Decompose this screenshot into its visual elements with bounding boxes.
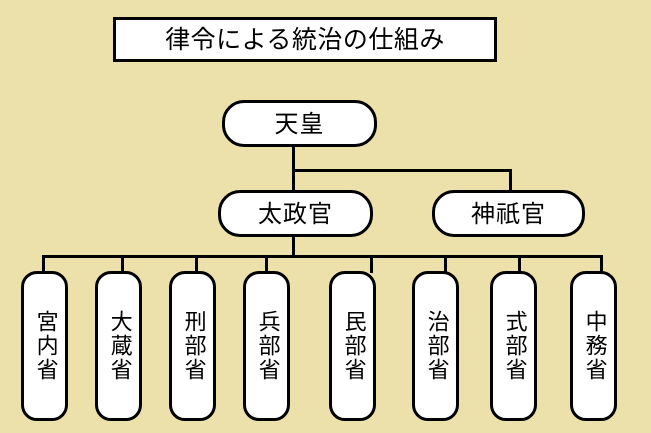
node-daijokan-label: 太政官: [258, 199, 333, 228]
node-okurasho[interactable]: 大蔵省: [95, 271, 142, 421]
connector-ministry-bus: [42, 255, 603, 258]
node-kunaisho-label: 宮内省: [32, 310, 58, 382]
node-minbusho-label: 民部省: [340, 310, 366, 382]
chart-title-box: 律令による統治の仕組み: [113, 17, 497, 62]
node-jibusho-label: 治部省: [423, 310, 449, 382]
node-daijokan[interactable]: 太政官: [218, 190, 373, 237]
node-kunaisho[interactable]: 宮内省: [21, 271, 68, 421]
node-shikibusho[interactable]: 式部省: [490, 271, 537, 421]
node-gyobusho[interactable]: 刑部省: [169, 271, 216, 421]
node-shikibusho-label: 式部省: [501, 310, 527, 382]
connector-drop-nakatsukasasho: [600, 255, 603, 273]
node-okurasho-label: 大蔵省: [106, 310, 132, 382]
node-jingikan[interactable]: 神祇官: [432, 190, 585, 237]
node-jingikan-label: 神祇官: [471, 199, 546, 228]
page-title: 律令による統治の仕組み: [165, 25, 445, 54]
connector-drop-minbusho: [370, 255, 373, 273]
node-nakatsukasasho-label: 中務省: [581, 310, 607, 382]
node-hyobusho-label: 兵部省: [254, 310, 280, 382]
node-tenno[interactable]: 天皇: [222, 100, 377, 147]
node-tenno-label: 天皇: [274, 109, 325, 138]
connector-jingikan-drop: [509, 169, 512, 191]
node-jibusho[interactable]: 治部省: [412, 271, 459, 421]
node-minbusho[interactable]: 民部省: [329, 271, 376, 421]
node-gyobusho-label: 刑部省: [180, 310, 206, 382]
connector-tenno-branch-horizontal: [292, 169, 512, 172]
connector-daijokan-trunk: [292, 236, 295, 258]
connector-drop-gyobusho: [195, 255, 198, 273]
connector-drop-kunaisho: [42, 255, 45, 273]
node-hyobusho[interactable]: 兵部省: [243, 271, 290, 421]
connector-drop-okurasho: [121, 255, 124, 273]
connector-drop-hyobusho: [265, 255, 268, 273]
connector-drop-shikibusho: [518, 255, 521, 273]
connector-drop-jibusho: [444, 255, 447, 273]
node-nakatsukasasho[interactable]: 中務省: [570, 271, 617, 421]
